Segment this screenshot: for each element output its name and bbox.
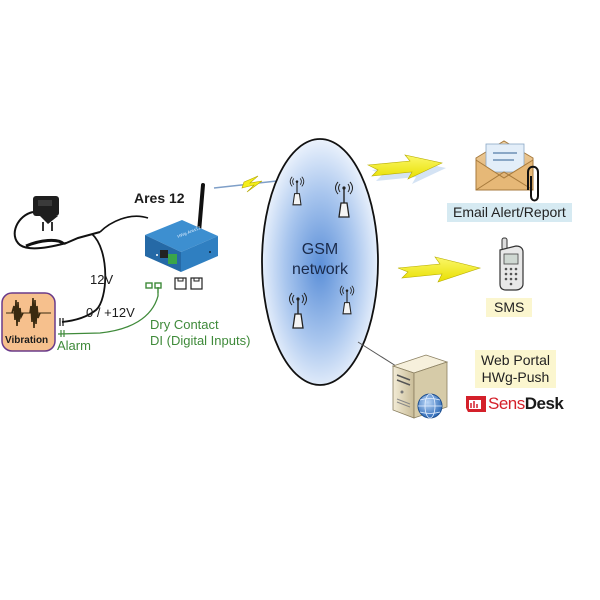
vibration-sensor <box>1 292 56 352</box>
cell-tower-icon <box>289 292 307 329</box>
globe-icon <box>417 393 443 419</box>
gsm-to-server-link <box>357 341 397 367</box>
sensdesk-brand-sens: Sens <box>488 394 525 413</box>
sensor-name-label: Vibration <box>5 335 49 346</box>
sms-label: SMS <box>486 298 533 317</box>
device-name-label: Ares 12 <box>134 190 185 206</box>
envelope-icon <box>475 140 534 191</box>
sensdesk-logo-icon <box>466 396 486 412</box>
power-cable-to-sensor <box>61 233 107 323</box>
relay-output-icons <box>174 277 203 290</box>
signal-voltage-label: 0 / +12V <box>86 305 135 320</box>
vibration-waveform-icon <box>6 297 51 329</box>
dry-contact-label: Dry Contact <box>150 317 219 332</box>
web-portal-line1: Web Portal <box>481 352 550 368</box>
gsm-label-line1: GSM <box>301 241 339 258</box>
dry-contact-connector-icons <box>145 282 162 293</box>
alarm-label: Alarm <box>57 338 91 353</box>
power-adapter-icon <box>13 196 101 250</box>
alarm-line <box>57 287 159 335</box>
digital-inputs-label: DI (Digital Inputs) <box>150 333 251 348</box>
web-portal-line2: HWg-Push <box>481 369 550 385</box>
supply-voltage-label: 12V <box>90 272 114 287</box>
sensdesk-brand-desk: Desk <box>524 394 564 413</box>
cell-tower-icon <box>335 181 353 218</box>
email-alert-label: Email Alert/Report <box>447 203 572 222</box>
gsm-network-cloud <box>261 138 379 386</box>
mobile-phone-icon <box>499 237 524 291</box>
power-cable-to-device <box>99 215 149 233</box>
ares12-device-icon: HWg-Ares12 <box>145 183 218 272</box>
web-portal-label: Web Portal HWg-Push <box>475 350 556 388</box>
arrow-icon-sms <box>397 256 482 283</box>
lightning-bolt-icon <box>213 175 287 193</box>
gsm-label-line2: network <box>291 261 349 278</box>
cell-tower-icon <box>339 285 355 315</box>
cell-tower-icon <box>289 176 305 206</box>
sensdesk-brand: SensDesk <box>488 394 564 414</box>
paperclip-icon <box>527 165 539 202</box>
gsm-network-label: GSM network <box>262 240 378 280</box>
antenna-icon <box>197 183 205 234</box>
arrow-icon-email <box>366 154 446 184</box>
